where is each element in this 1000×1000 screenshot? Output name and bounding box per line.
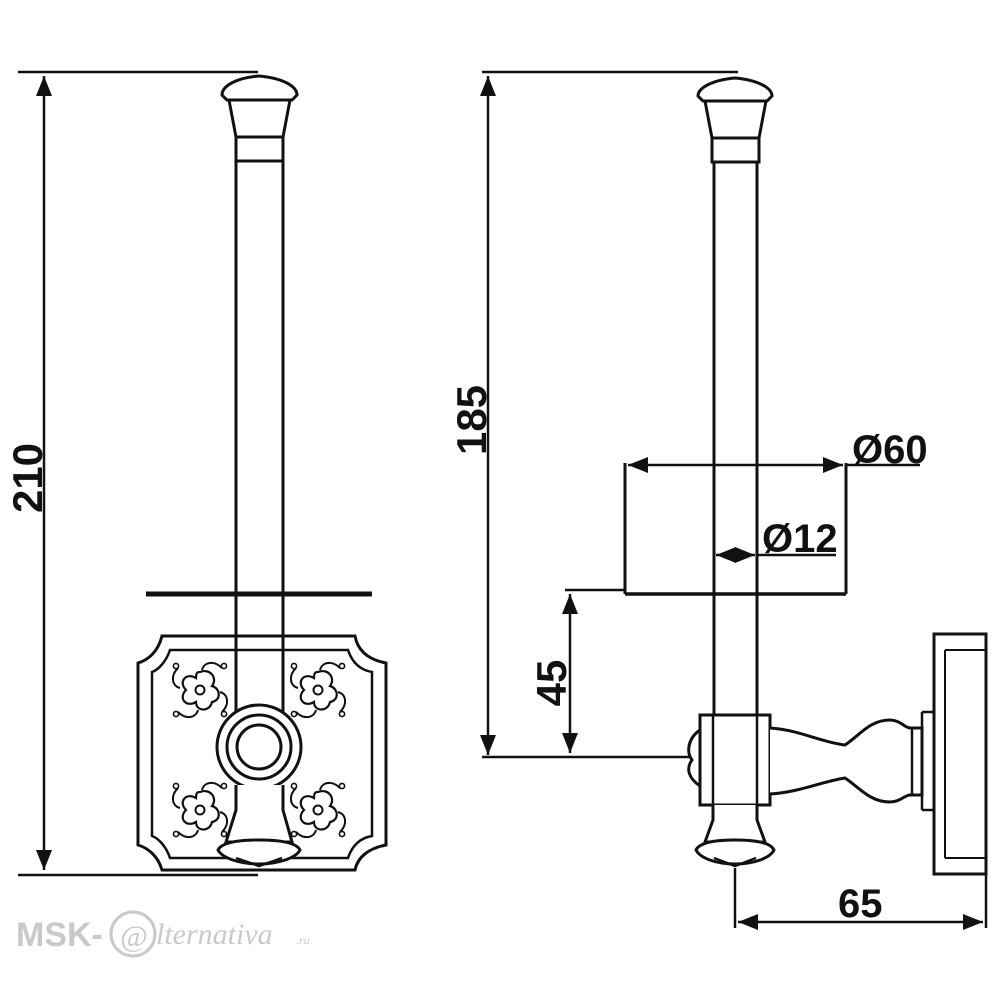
watermark-prefix: MSK- (16, 916, 103, 954)
ornament-top-left (171, 661, 229, 719)
hub-outer (215, 703, 303, 791)
top-finial (220, 74, 299, 102)
label-210: 210 (4, 443, 51, 513)
watermark: MSK- @ lternativa .ru (16, 910, 310, 958)
ornament-bottom-left (171, 781, 229, 839)
label-65: 65 (838, 882, 883, 926)
base-plate (136, 634, 388, 872)
side-top-finial (696, 76, 774, 103)
label-diameter-60: Ø60 (852, 428, 928, 472)
side-bottom-finial (694, 838, 776, 866)
label-185: 185 (448, 385, 495, 455)
wall-arm (769, 718, 924, 804)
watermark-at: @ (120, 920, 148, 953)
side-hub (698, 713, 772, 807)
side-view (480, 70, 988, 930)
ornament-top-right (289, 661, 347, 719)
watermark-logo-ring (109, 910, 157, 958)
watermark-suffix: lternativa (156, 918, 273, 951)
front-view (18, 70, 388, 877)
ornament-bottom-right (289, 781, 347, 839)
label-diameter-12: Ø12 (762, 517, 838, 561)
bottom-finial (216, 838, 302, 866)
watermark-domain: .ru (296, 933, 310, 947)
wall-plate (932, 632, 988, 876)
label-45: 45 (528, 660, 575, 707)
